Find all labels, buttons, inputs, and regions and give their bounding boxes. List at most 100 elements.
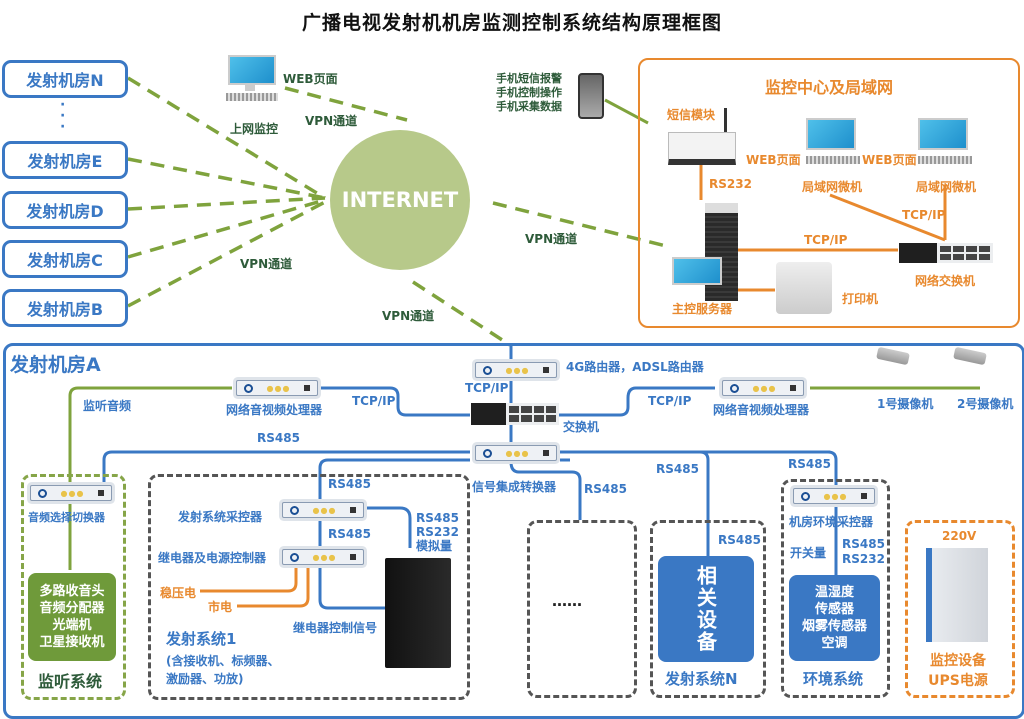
ups-cabinet-icon — [926, 548, 988, 642]
ups-label: 监控设备 UPS电源 — [928, 650, 988, 690]
site-room-c: 发射机房C — [2, 240, 128, 278]
rs485-label-e: RS485 — [328, 477, 371, 491]
lan-pc-2-label: 局域网微机 — [916, 180, 977, 194]
other-systems-ellipsis: …… — [552, 592, 582, 610]
vpn-link-c — [127, 198, 326, 259]
interface-rs232: RS232 — [416, 525, 459, 539]
web-page-label: WEB页面 — [283, 72, 338, 86]
tcpip-label-2: TCP/IP — [902, 208, 946, 222]
ups-voltage-label: 220V — [942, 529, 977, 543]
router-device-icon: ●●● — [475, 362, 557, 378]
monitor-center-title: 监控中心及局域网 — [764, 78, 893, 97]
regulated-power-label: 稳压电 — [160, 586, 197, 600]
room-switch-label: 交换机 — [563, 420, 600, 434]
main-server-label: 主控服务器 — [672, 302, 733, 316]
tcpip-right-label: TCP/IP — [648, 394, 692, 408]
vpn-link-web — [284, 86, 408, 122]
device-radio-receiver: 多路收音头 — [39, 584, 105, 599]
tx-controller-icon: ●●● — [282, 502, 364, 518]
mobile-data: 手机采集数据 — [496, 100, 562, 113]
tx-controller-label: 发射系统采控器 — [178, 510, 263, 524]
relay-controller-label: 继电器及电源控制器 — [158, 551, 267, 565]
device-smoke-sensor: 烟雾传感器 — [801, 619, 867, 634]
vpn-link-b — [127, 200, 326, 308]
site-room-e: 发射机房E — [2, 141, 128, 179]
env-rs232-label: RS232 — [842, 552, 885, 566]
ups-label-line1: 监控设备 — [930, 653, 986, 669]
relay-controller-icon: ●●● — [282, 549, 364, 565]
other-systems-box — [527, 520, 637, 698]
web-monitor-pc-icon — [226, 55, 278, 107]
tx-interfaces: RS485 RS232 模拟量 — [416, 511, 459, 553]
lan-pc-1-label: 局域网微机 — [802, 180, 863, 194]
vpn-label-right: VPN通道 — [525, 232, 578, 246]
monitor-audio-label: 监听音频 — [83, 399, 132, 413]
vpn-link-d — [127, 196, 326, 211]
rs485-label-a: RS485 — [584, 482, 627, 496]
env-controller-icon: ●●● — [793, 488, 875, 504]
sms-module-icon — [668, 132, 736, 165]
network-switch-label: 网络交换机 — [915, 274, 976, 288]
tx-system-1-desc-1: (含接收机、标频器、 — [166, 654, 280, 668]
rs485-label-c: RS485 — [718, 533, 761, 547]
vpn-link-n — [127, 76, 326, 200]
mobile-phone-icon — [578, 73, 604, 119]
lan-pc-1-icon — [806, 118, 860, 170]
interface-rs485: RS485 — [416, 511, 459, 525]
mobile-functions: 手机短信报警 手机控制操作 手机采集数据 — [496, 72, 562, 114]
web-monitor-label: 上网监控 — [230, 122, 279, 136]
av-processor-left-label: 网络音视频处理器 — [226, 403, 323, 417]
tcpip-label-1: TCP/IP — [804, 233, 848, 247]
interface-analog: 模拟量 — [416, 539, 453, 553]
ups-box — [905, 520, 1015, 698]
device-air-conditioner: 空调 — [821, 636, 848, 651]
av-processor-left-icon: ●●● — [236, 380, 318, 396]
vpn-link-e — [127, 157, 326, 200]
signal-converter-label: 信号集成转换器 — [472, 480, 557, 494]
monitor-center-box — [638, 58, 1020, 328]
related-equipment-box: 相关设备 — [658, 556, 754, 662]
mains-power-label: 市电 — [208, 600, 233, 614]
antenna-icon — [724, 108, 727, 132]
device-temp-humidity: 温湿度 — [814, 585, 854, 600]
web-page-label-2: WEB页面 — [862, 153, 917, 167]
web-page-label-1: WEB页面 — [746, 153, 801, 167]
monitor-system-box — [21, 474, 126, 700]
device-audio-distributor: 音频分配器 — [39, 601, 105, 616]
vpn-label-web: VPN通道 — [305, 114, 358, 128]
device-satellite-receiver: 卫星接收机 — [39, 635, 105, 650]
printer-icon — [776, 262, 832, 314]
site-room-b: 发射机房B — [2, 289, 128, 327]
internet-cloud: INTERNET — [330, 130, 470, 270]
printer-label: 打印机 — [842, 292, 879, 306]
ups-label-line2: UPS电源 — [928, 673, 988, 689]
camera-2-icon — [953, 346, 994, 380]
transmitter-cabinet-icon — [385, 558, 451, 668]
vpn-link-room-a — [412, 280, 511, 347]
tx-system-1-label: 发射系统1 — [166, 630, 237, 648]
env-system-label: 环境系统 — [803, 670, 864, 688]
rs485-top-label: RS485 — [257, 431, 300, 445]
rs232-label: RS232 — [709, 177, 752, 191]
signal-converter-icon: ●●● — [475, 445, 557, 461]
tcpip-left-label: TCP/IP — [352, 394, 396, 408]
tx-system-n-label: 发射系统N — [665, 670, 738, 688]
env-controller-label: 机房环境采控器 — [789, 515, 874, 529]
lan-pc-2-icon — [918, 118, 972, 170]
tx-system-n-box — [650, 520, 766, 698]
rs485-label-b: RS485 — [656, 462, 699, 476]
mobile-control: 手机控制操作 — [496, 86, 562, 99]
monitor-devices-box: 多路收音头 音频分配器 光端机 卫星接收机 — [28, 573, 116, 661]
audio-switcher-label: 音频选择切换器 — [28, 511, 105, 524]
audio-switcher-icon: ●●● — [30, 485, 112, 501]
camera-1-icon — [876, 346, 917, 380]
room-switch-icon — [471, 403, 559, 425]
monitor-system-label: 监听系统 — [38, 672, 103, 691]
rs485-label-d: RS485 — [788, 457, 831, 471]
vpn-link-center — [492, 201, 671, 249]
switch-value-label: 开关量 — [790, 546, 827, 560]
server-monitor-icon — [672, 257, 722, 287]
relay-signal-label: 继电器控制信号 — [293, 621, 378, 635]
router-label: 4G路由器，ADSL路由器 — [566, 360, 704, 374]
